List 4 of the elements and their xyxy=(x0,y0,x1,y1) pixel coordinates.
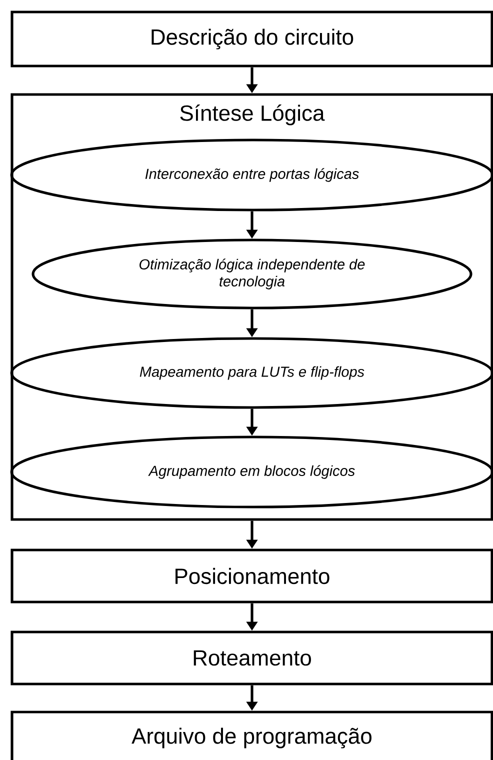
process-box: Arquivo de programação xyxy=(10,710,493,760)
process-box: Posicionamento xyxy=(10,548,493,604)
process-box: Descrição do circuito xyxy=(10,10,493,68)
process-box: Roteamento xyxy=(10,630,493,686)
